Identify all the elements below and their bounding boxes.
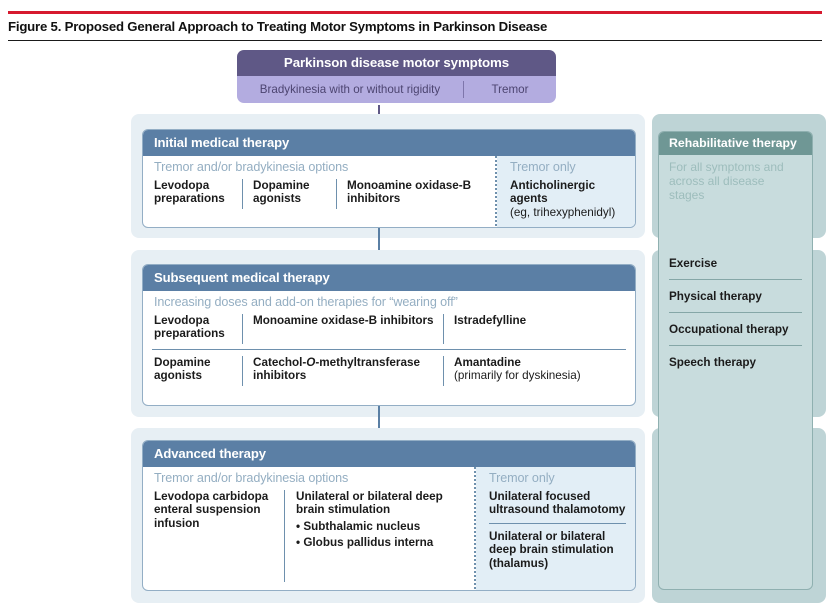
subsequent-item-levodopa: Levodopa preparations bbox=[154, 314, 225, 341]
subsequent-item-istradefylline: Istradefylline bbox=[454, 314, 527, 327]
rehab-subhead: For all symptoms and across all disease … bbox=[669, 160, 784, 202]
advanced-item-focused-ultrasound: Unilateral focused ultrasound thalamotom… bbox=[489, 490, 626, 517]
title-divider-rule bbox=[8, 40, 822, 42]
subsequent-r2-divider-2 bbox=[443, 356, 444, 386]
initial-item-anticholinergic-sub: (eg, trihexyphenidyl) bbox=[510, 205, 616, 219]
top-accent-rule bbox=[8, 11, 822, 14]
symptom-box-body: Bradykinesia with or without rigidity Tr… bbox=[237, 76, 556, 103]
symptom-bradykinesia-label: Bradykinesia with or without rigidity bbox=[259, 83, 441, 96]
rehab-item-occupational-therapy: Occupational therapy bbox=[669, 323, 789, 336]
advanced-item-dbs-thalamus: Unilateral or bilateral deep brain stimu… bbox=[489, 529, 614, 570]
initial-item-levodopa: Levodopa preparations bbox=[154, 179, 225, 206]
subsequent-item-amantadine: Amantadine (primarily for dyskinesia) bbox=[454, 356, 635, 383]
rehab-divider-2 bbox=[669, 312, 802, 313]
rehab-header: Rehabilitative therapy bbox=[659, 132, 812, 155]
rehab-item-exercise: Exercise bbox=[669, 257, 718, 270]
subsequent-therapy-header: Subsequent medical therapy bbox=[143, 265, 635, 291]
rehab-card: Rehabilitative therapy For all symptoms … bbox=[658, 131, 813, 590]
advanced-right-subhead: Tremor only bbox=[489, 471, 555, 485]
advanced-tremor-dotted-divider bbox=[474, 467, 476, 590]
initial-right-subhead: Tremor only bbox=[510, 160, 576, 174]
subsequent-item-amantadine-main: Amantadine bbox=[454, 356, 521, 369]
rehab-divider-3 bbox=[669, 345, 802, 346]
advanced-right-row-divider bbox=[489, 522, 626, 524]
initial-therapy-header: Initial medical therapy bbox=[143, 130, 635, 156]
advanced-therapy-card: Advanced therapy Tremor and/or bradykine… bbox=[142, 440, 636, 591]
initial-tremor-dotted-divider bbox=[495, 156, 497, 227]
advanced-col-divider bbox=[284, 490, 285, 582]
initial-item-anticholinergic-main: Anticholinergic agents bbox=[510, 179, 596, 206]
initial-col-divider-2 bbox=[336, 179, 337, 209]
subsequent-item-maob: Monoamine oxidase-B inhibitors bbox=[253, 314, 434, 327]
advanced-item-dbs-bullet-1: • Subthalamic nucleus bbox=[296, 519, 421, 533]
initial-item-dopamine-agonists: Dopamine agonists bbox=[253, 179, 310, 206]
initial-item-anticholinergic: Anticholinergic agents (eg, trihexypheni… bbox=[510, 179, 635, 219]
figure-title: Figure 5. Proposed General Approach to T… bbox=[8, 19, 548, 34]
initial-left-subhead: Tremor and/or bradykinesia options bbox=[154, 160, 349, 174]
rehab-item-speech-therapy: Speech therapy bbox=[669, 356, 757, 369]
advanced-therapy-header: Advanced therapy bbox=[143, 441, 635, 467]
advanced-item-dbs-bullet-2: • Globus pallidus interna bbox=[296, 536, 434, 550]
symptom-box-divider bbox=[463, 81, 464, 98]
symptom-box: Parkinson disease motor symptoms Bradyki… bbox=[237, 50, 556, 103]
subsequent-subhead: Increasing doses and add-on therapies fo… bbox=[154, 295, 458, 309]
initial-item-maob-inhibitors: Monoamine oxidase-B inhibitors bbox=[347, 179, 472, 206]
subsequent-r2-divider-1 bbox=[242, 356, 243, 386]
advanced-item-lces-infusion: Levodopa carbidopa enteral suspension in… bbox=[154, 490, 269, 530]
subsequent-r1-divider-2 bbox=[443, 314, 444, 344]
rehab-item-physical-therapy: Physical therapy bbox=[669, 290, 762, 303]
advanced-item-dbs: Unilateral or bilateral deep brain stimu… bbox=[296, 490, 443, 517]
subsequent-item-dopamine-agonists: Dopamine agonists bbox=[154, 356, 211, 383]
symptom-box-title: Parkinson disease motor symptoms bbox=[237, 50, 556, 76]
subsequent-row-2: Dopamine agonists Catechol-O-methyltrans… bbox=[143, 350, 635, 386]
subsequent-item-amantadine-sub: (primarily for dyskinesia) bbox=[454, 369, 581, 383]
subsequent-therapy-card: Subsequent medical therapy Increasing do… bbox=[142, 264, 636, 406]
subsequent-row-1: Levodopa preparations Monoamine oxidase-… bbox=[143, 311, 635, 349]
rehab-divider-1 bbox=[669, 279, 802, 280]
initial-therapy-card: Initial medical therapy Tremor and/or br… bbox=[142, 129, 636, 228]
initial-col-divider-1 bbox=[242, 179, 243, 209]
symptom-tremor-label: Tremor bbox=[491, 83, 529, 96]
subsequent-r1-divider-1 bbox=[242, 314, 243, 344]
subsequent-row-divider bbox=[152, 349, 626, 350]
advanced-left-subhead: Tremor and/or bradykinesia options bbox=[154, 471, 349, 485]
